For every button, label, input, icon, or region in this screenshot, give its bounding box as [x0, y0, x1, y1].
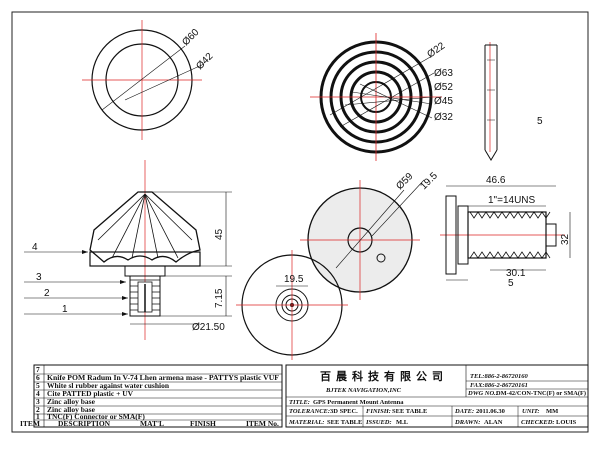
- issued-label: ISSUED:: [365, 419, 392, 426]
- unit-label: UNIT:: [522, 408, 540, 415]
- dim-d59: Ø59: [394, 171, 415, 192]
- title-label: TITLE:: [289, 399, 310, 406]
- sheet-border: [11, 11, 589, 433]
- dim-side5: 5: [537, 116, 543, 127]
- drawn-value: ALAN: [484, 419, 503, 426]
- connector-section-view: 46.6 1"=14UNS 32 30.1 5: [440, 175, 571, 289]
- dim-h7-15: 7.15: [214, 288, 225, 308]
- bom-row-4-no: 4: [36, 389, 40, 398]
- cushion-side-profile: 5: [484, 42, 543, 161]
- title-block: 百晨科技有限公司 BJTEK NAVIGATION,INC TEL:886-2-…: [285, 364, 589, 428]
- bom-row-7-no: 7: [36, 365, 40, 374]
- dim-thread: 1"=14UNS: [488, 195, 536, 206]
- bom-header-item-no: ITEM No.: [246, 419, 279, 428]
- bom-header-matl: MAT'L: [140, 419, 164, 428]
- dim-d52: Ø52: [434, 82, 453, 93]
- dim-h32: 32: [560, 233, 571, 245]
- bom-row-3-text: Zinc alloy base: [47, 397, 96, 406]
- bom-row-1-no: 1: [36, 412, 40, 421]
- dim-d22: Ø22: [425, 40, 447, 60]
- company-name-en: BJTEK NAVIGATION,INC: [325, 387, 402, 394]
- bom-row-3-no: 3: [36, 397, 40, 406]
- antenna-side-view: 45 7.15 Ø21.50 4 3 2 1: [24, 160, 232, 340]
- dim-len46-6: 46.6: [486, 175, 506, 186]
- checked-value: LOUIS: [556, 419, 577, 426]
- dim-d32: Ø32: [434, 112, 453, 123]
- base-top-view: Ø59 19.5: [300, 170, 440, 300]
- dim-d42: Ø42: [194, 51, 215, 72]
- bom-header-finish: FINISH: [190, 419, 216, 428]
- dim-d60: Ø60: [180, 27, 201, 48]
- tolerance-value: 3D SPEC.: [330, 408, 358, 415]
- callout-2: 2: [44, 288, 50, 299]
- material-label: MATERIAL:: [288, 419, 324, 426]
- bom-row-2-text: Zinc alloy base: [47, 405, 96, 414]
- radome-top-view: Ø60 Ø42: [82, 20, 216, 140]
- bom-row-6-text: Knife POM Radum In V-74 Lhen armena mase…: [47, 373, 279, 382]
- checked-label: CHECKED:: [521, 419, 555, 426]
- material-value: SEE TABLE: [327, 419, 362, 426]
- date-value: 2011.06.30: [476, 408, 505, 415]
- drawn-label: DRAWN:: [454, 419, 480, 426]
- dwg-value: DM-42/CON-TNC(F) or SMA(F): [496, 390, 586, 397]
- bom-row-4-text: Cite PATTED plastic + UV: [47, 389, 134, 398]
- bom-row-5-no: 5: [36, 381, 40, 390]
- dim-d21-50: Ø21.50: [192, 322, 225, 333]
- bom-row-5-text: White sl rubber against water cushion: [47, 381, 170, 390]
- bom-row-6-no: 6: [36, 373, 40, 382]
- bom-row-2-no: 2: [36, 405, 40, 414]
- bom-header-item: ITEM: [20, 419, 40, 428]
- dim-len30-1: 30.1: [506, 268, 526, 279]
- issued-value: M.L: [396, 419, 409, 426]
- base-bottom-view: Ø22 Ø63 Ø52 Ø45 Ø32: [310, 33, 453, 161]
- company-fax: FAX:886-2-86720161: [470, 382, 528, 389]
- bom-row-1-text: TNC(F) Connector or SMA(F): [47, 412, 145, 421]
- callout-1: 1: [62, 304, 68, 315]
- dim-d45: Ø45: [434, 96, 453, 107]
- dim-d19-5-top: 19.5: [418, 170, 440, 192]
- company-name-cn: 百晨科技有限公司: [320, 369, 448, 383]
- dim-d19-5-bottom: 19.5: [284, 274, 304, 285]
- company-tel: TEL:886-2-86720160: [470, 373, 529, 380]
- connector-bottom-view: 19.5: [236, 250, 348, 360]
- dwg-label: DWG NO.:: [467, 390, 498, 397]
- callout-3: 3: [36, 272, 42, 283]
- date-label: DATE:: [454, 408, 474, 415]
- bom-table: 7 6 Knife POM Radum In V-74 Lhen armena …: [20, 364, 283, 428]
- tolerance-label: TOLERANCE:: [289, 408, 330, 415]
- unit-value: MM: [546, 408, 558, 415]
- title-value: GPS Permanent Mount Antenna: [313, 399, 404, 406]
- dim-d63: Ø63: [434, 68, 453, 79]
- callout-4: 4: [32, 242, 38, 253]
- dim-h45: 45: [214, 228, 225, 240]
- finish-value: SEE TABLE: [392, 408, 427, 415]
- finish-label: FINISH:: [366, 408, 391, 415]
- bom-header-description: DESCRIPTION: [58, 419, 111, 428]
- dim-len5: 5: [508, 278, 514, 289]
